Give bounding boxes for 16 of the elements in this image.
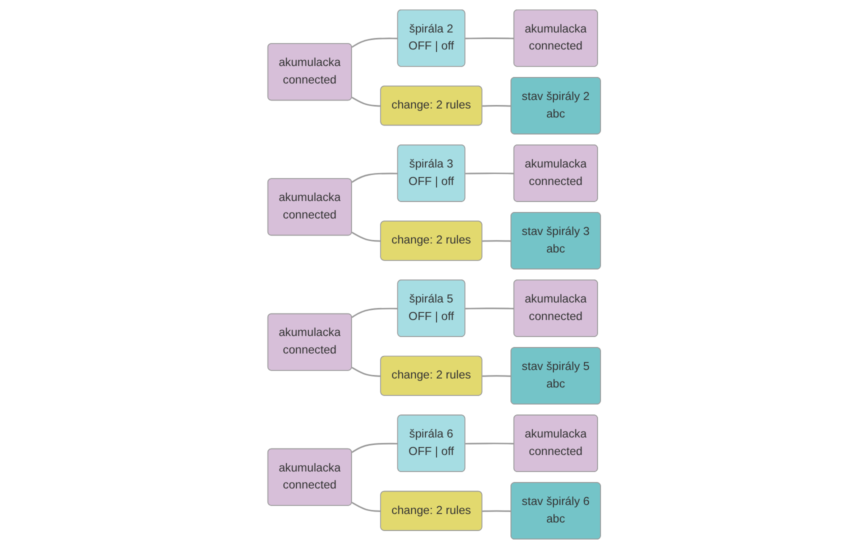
connector	[482, 375, 512, 377]
connector	[482, 510, 512, 512]
connector	[482, 105, 512, 107]
connector	[351, 172, 398, 183]
connector	[351, 308, 398, 318]
connector	[351, 366, 381, 377]
connector	[465, 38, 514, 40]
connector	[351, 502, 381, 512]
connector	[482, 240, 512, 242]
connector	[351, 232, 381, 242]
connector	[465, 442, 514, 444]
connector	[351, 96, 381, 107]
connector	[465, 172, 514, 174]
connector	[465, 308, 514, 310]
connector	[351, 442, 398, 453]
connector	[351, 38, 398, 48]
